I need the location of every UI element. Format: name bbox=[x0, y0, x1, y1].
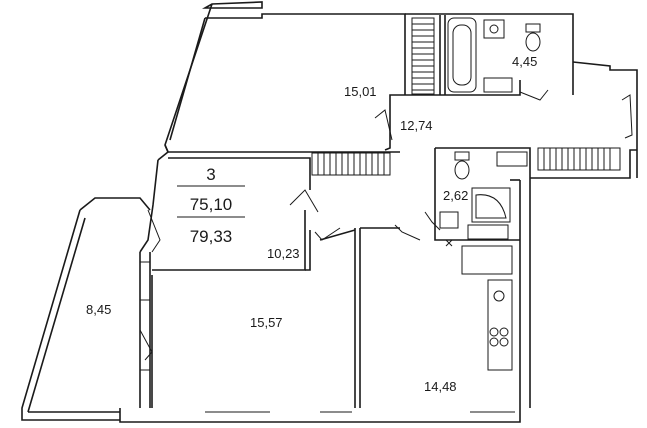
room-area-kitchen: 14,48 bbox=[424, 379, 457, 394]
windows bbox=[140, 17, 621, 413]
room-area-bathroom: 4,45 bbox=[512, 54, 537, 69]
interior-walls bbox=[151, 15, 531, 408]
room-area-hall: 12,74 bbox=[400, 118, 433, 133]
room-area-wc: 2,62 bbox=[443, 188, 468, 203]
outer-walls bbox=[21, 1, 638, 423]
fixtures bbox=[439, 17, 541, 371]
room-area-corridor: 10,23 bbox=[267, 246, 300, 261]
room-count: 3 bbox=[206, 165, 215, 184]
doors bbox=[139, 89, 633, 361]
room-labels: 15,01 4,45 12,74 2,62 10,23 8,45 15,57 1… bbox=[86, 54, 537, 394]
summary-block: 3 75,10 79,33 bbox=[177, 165, 245, 246]
room-area-balcony: 8,45 bbox=[86, 302, 111, 317]
room-area-living-room: 15,57 bbox=[250, 315, 283, 330]
living-area: 75,10 bbox=[190, 195, 233, 214]
total-area: 79,33 bbox=[190, 227, 233, 246]
room-area-bedroom-top: 15,01 bbox=[344, 84, 377, 99]
